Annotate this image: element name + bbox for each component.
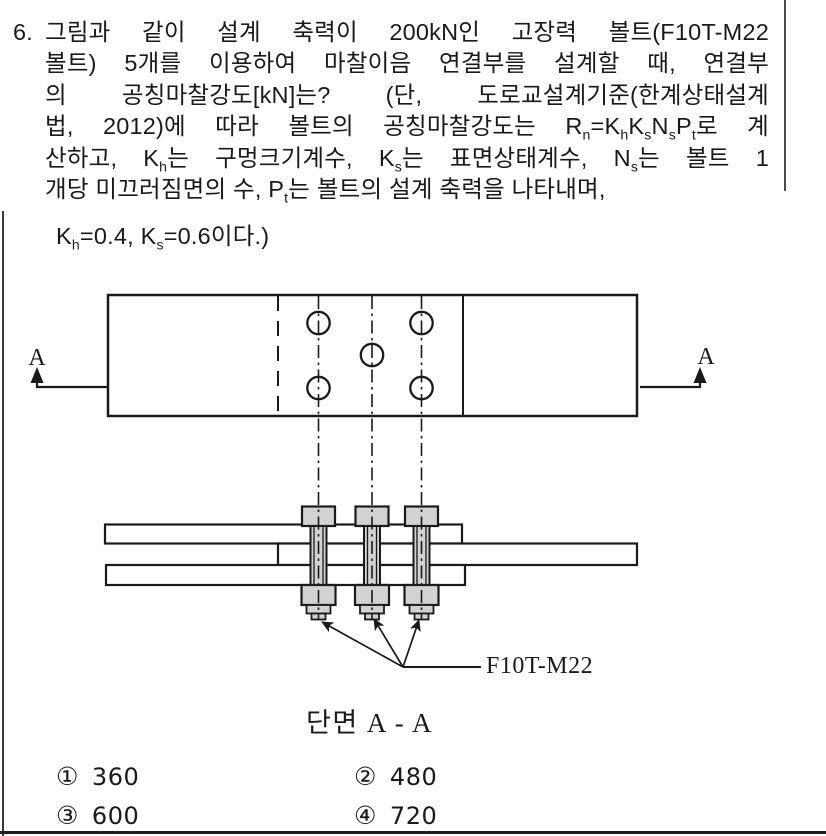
leader-arrow <box>402 619 421 668</box>
question-line-4: 법, 2012)에 따라 볼트의 공칭마찰강도는 Rn=KhKsNsPt로 계 <box>45 113 769 143</box>
page-edge-line-left <box>2 211 4 836</box>
splice-plate-top <box>103 523 464 545</box>
splice-plate-bottom <box>104 563 467 587</box>
choice-2-marker: ② <box>354 762 377 791</box>
question-line-2: 볼트) 5개를 이용하여 마찰이음 연결부를 설계할 때, 연결부 <box>45 50 769 77</box>
choice-3-marker: ③ <box>56 801 79 830</box>
page-edge-line-bottom <box>0 831 826 834</box>
section-cut-arrow-right <box>693 367 707 383</box>
section-label-right: A <box>697 344 715 370</box>
question-line-3: 의 공칭마찰강도[kN]는? (단, 도로교설계기준(한계상태설계 <box>45 81 769 108</box>
given-condition-text: Kh=0.4, Ks=0.6이다.) <box>56 223 270 253</box>
choice-1: ① 360 <box>56 763 139 791</box>
leader-arrow <box>321 621 404 668</box>
leader-arrow <box>373 618 404 668</box>
column-divider-line <box>784 0 786 191</box>
choice-3: ③ 600 <box>56 802 139 830</box>
question-number: 6. <box>13 19 33 45</box>
choice-1-marker: ① <box>56 762 79 791</box>
section-cut-arrow-left <box>30 367 44 383</box>
choice-4-value: 720 <box>389 802 438 830</box>
question-line-1: 그림과 같이 설계 축력이 200kN인 고장력 볼트(F10T-M22 <box>45 19 769 45</box>
question-line-6: 개당 미끄러짐면의 수, Pt는 볼트의 설계 축력을 나타내며, <box>45 175 606 206</box>
choice-4: ④ 720 <box>354 802 437 830</box>
section-cut-line-right <box>640 378 702 389</box>
bolt-type-label: F10T-M22 <box>486 653 594 679</box>
section-caption: 단면 A - A <box>306 708 433 738</box>
choice-2: ② 480 <box>354 763 437 791</box>
question-line-5: 산하고, Kh는 구멍크기계수, Ks는 표면상태계수, Ns는 볼트 1 <box>45 144 769 175</box>
section-label-left: A <box>28 345 46 371</box>
choice-2-value: 480 <box>389 763 438 791</box>
choice-1-value: 360 <box>91 763 140 791</box>
main-plate-middle <box>276 542 639 567</box>
choice-3-value: 600 <box>91 802 140 830</box>
choice-4-marker: ④ <box>354 801 377 830</box>
section-cut-line-left <box>35 378 107 389</box>
question-text: 그림과 같이 설계 축력이 200kN인 고장력 볼트(F10T-M22 볼트)… <box>45 17 769 205</box>
